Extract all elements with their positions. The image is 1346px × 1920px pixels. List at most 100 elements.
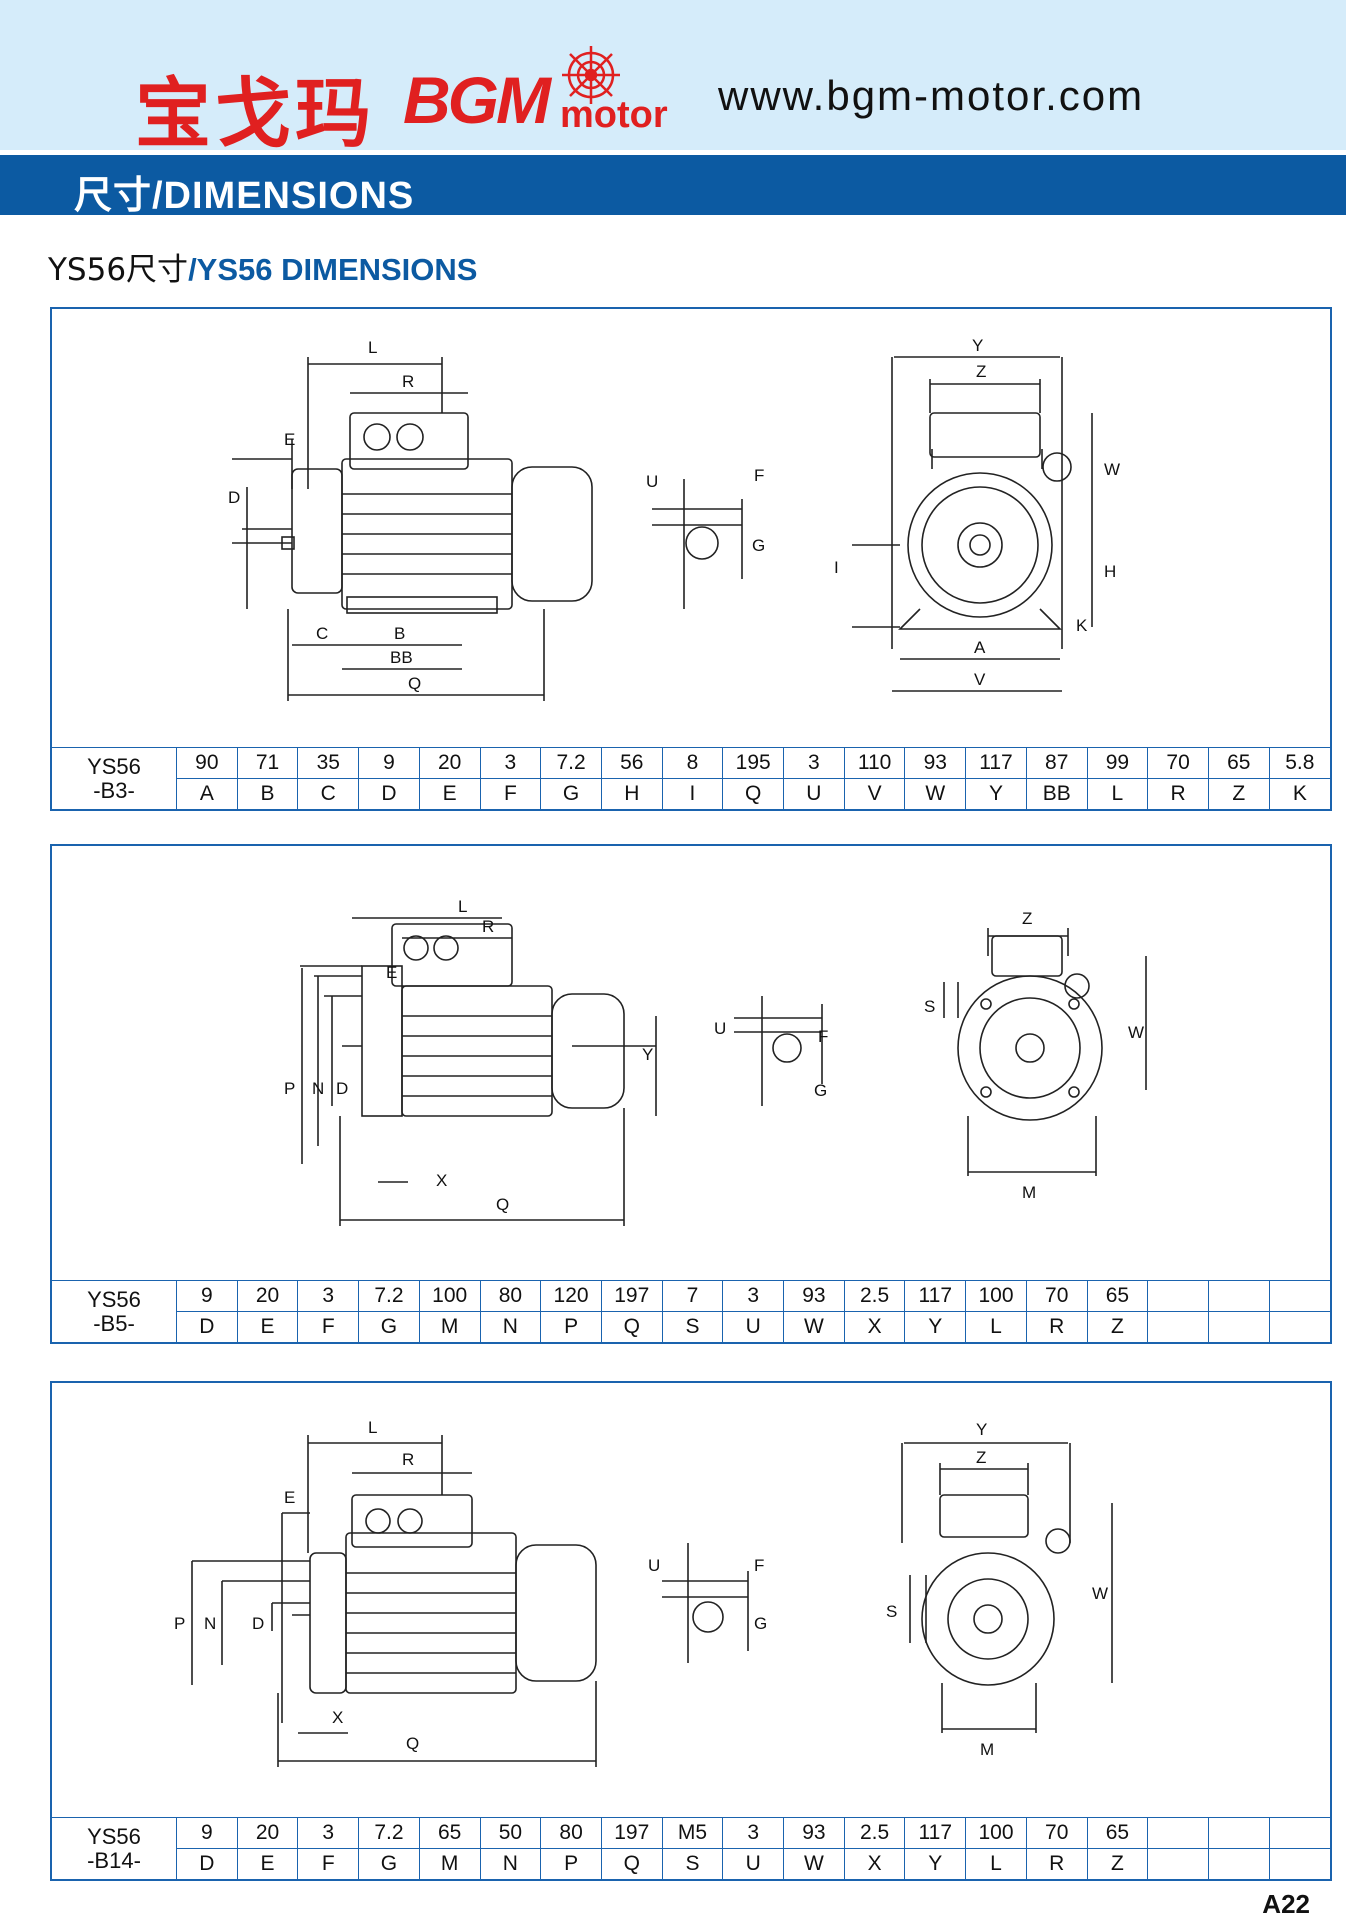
dim-label-q: Q (406, 1734, 419, 1753)
value-cell: 90 (176, 747, 238, 779)
dim-label-g: G (752, 536, 765, 555)
value-cell: 117 (904, 1280, 967, 1312)
table-row-labels: D E F G M N P Q S U W X Y L R Z (52, 1311, 1330, 1342)
label-cell: F (297, 1848, 360, 1879)
dim-label-f: F (754, 466, 764, 485)
label-cell: R (1025, 1848, 1088, 1879)
label-cell: W (783, 1311, 845, 1342)
dim-label-c: C (316, 624, 328, 643)
model-cell: YS56-B5- (52, 1280, 177, 1342)
value-cell: 9 (176, 1817, 238, 1849)
label-cell: N (479, 1848, 542, 1879)
label-cell (1207, 1311, 1270, 1342)
label-cell: E (236, 1848, 299, 1879)
label-cell: D (176, 1311, 238, 1342)
table-row-values: YS56-B14- 9 20 3 7.2 65 50 80 197 M5 3 9… (52, 1817, 1330, 1879)
dim-label-u: U (648, 1556, 660, 1575)
label-cell (1147, 1311, 1209, 1342)
dim-label-i: I (834, 558, 839, 577)
dim-label-r: R (402, 1450, 414, 1469)
label-cell: X (843, 1311, 906, 1342)
label-cell: H (600, 778, 663, 809)
label-cell: L (965, 1311, 1027, 1342)
brand-english-name: BGM (403, 63, 551, 137)
label-cell: Y (904, 1311, 967, 1342)
label-cell: M (418, 1848, 481, 1879)
panel-b5: L R E P N D X Q Y U F G Z S W M YS56-B5-… (50, 844, 1332, 1344)
subtitle: YS56尺寸/YS56 DIMENSIONS (48, 244, 477, 289)
drawing-b5: L R E P N D X Q Y U F G Z S W M (284, 897, 1147, 1226)
model-cell: YS56-B3- (52, 747, 177, 809)
value-cell: 65 (418, 1817, 481, 1849)
value-cell: 71 (236, 747, 299, 779)
dim-label-z: Z (976, 362, 986, 381)
value-cell: 65 (1086, 1817, 1149, 1849)
dim-label-a: A (974, 638, 986, 657)
label-cell: W (783, 1848, 845, 1879)
value-cell: 20 (418, 747, 481, 779)
brand-motor-suffix: motor (560, 94, 668, 136)
dim-label-p: P (284, 1079, 295, 1098)
dim-label-z: Z (1022, 909, 1032, 928)
value-cell: 7.2 (358, 1817, 420, 1849)
value-cell: 197 (600, 1280, 663, 1312)
value-cell: 70 (1025, 1817, 1088, 1849)
dim-label-u: U (714, 1019, 726, 1038)
dim-label-p: P (174, 1614, 185, 1633)
dim-label-d: D (228, 488, 240, 507)
value-cell (1147, 1280, 1209, 1312)
header-band (0, 0, 1346, 150)
dim-label-q: Q (496, 1195, 509, 1214)
label-cell: F (479, 778, 542, 809)
dimension-table-b5: YS56-B5- 9 20 3 7.2 100 80 120 197 7 3 9… (52, 1280, 1330, 1342)
value-cell: 2.5 (843, 1280, 906, 1312)
value-cell: 35 (297, 747, 360, 779)
dimension-table-b14: YS56-B14- 9 20 3 7.2 65 50 80 197 M5 3 9… (52, 1817, 1330, 1879)
value-cell: 50 (479, 1817, 542, 1849)
label-cell: G (358, 1848, 420, 1879)
value-cell: 3 (297, 1817, 360, 1849)
value-cell: 93 (783, 1817, 845, 1849)
label-cell: C (297, 778, 360, 809)
website-url: www.bgm-motor.com (718, 72, 1145, 119)
label-cell: R (1025, 1311, 1088, 1342)
value-cell: 120 (540, 1280, 602, 1312)
label-cell: Z (1086, 1311, 1149, 1342)
dim-label-g: G (754, 1614, 767, 1633)
value-cell (1268, 1817, 1330, 1849)
dim-label-d: D (252, 1614, 264, 1633)
panel-b3: L R E D C B BB Q U F G Y Z W H I K A V Y… (50, 307, 1332, 811)
dim-label-r: R (402, 372, 414, 391)
brand-flower-logo-icon (562, 46, 620, 104)
dim-label-s: S (886, 1602, 897, 1621)
label-cell: Y (965, 778, 1027, 809)
label-cell: D (358, 778, 420, 809)
dim-label-g: G (814, 1081, 827, 1100)
value-cell (1207, 1817, 1270, 1849)
page-number: A22 (1262, 1889, 1310, 1919)
drawing-b3: L R E D C B BB Q U F G Y Z W H I K A V (228, 336, 1120, 701)
value-cell: 7.2 (540, 747, 602, 779)
section-title: 尺寸/DIMENSIONS (74, 175, 415, 217)
value-cell: 70 (1147, 747, 1209, 779)
dim-label-l: L (368, 1418, 377, 1437)
panel-b14: L R E P N D X Q U F G Y Z W S M YS56-B14… (50, 1381, 1332, 1881)
table-row-labels: D E F G M N P Q S U W X Y L R Z (52, 1848, 1330, 1879)
label-cell: E (418, 778, 481, 809)
label-cell: G (358, 1311, 420, 1342)
dim-label-v: V (974, 670, 986, 689)
label-cell: Q (600, 1311, 663, 1342)
value-cell (1268, 1280, 1330, 1312)
dim-label-y: Y (642, 1045, 653, 1064)
label-cell: W (904, 778, 967, 809)
value-cell: 117 (904, 1817, 967, 1849)
model-cell: YS56-B14- (52, 1817, 177, 1879)
dim-label-x: X (436, 1171, 447, 1190)
value-cell (1147, 1817, 1209, 1849)
value-cell: 100 (965, 1817, 1027, 1849)
dim-label-l: L (458, 897, 467, 916)
label-cell: D (176, 1848, 238, 1879)
dim-label-m: M (1022, 1183, 1036, 1202)
label-cell: S (661, 1311, 724, 1342)
value-cell: 3 (783, 747, 845, 779)
